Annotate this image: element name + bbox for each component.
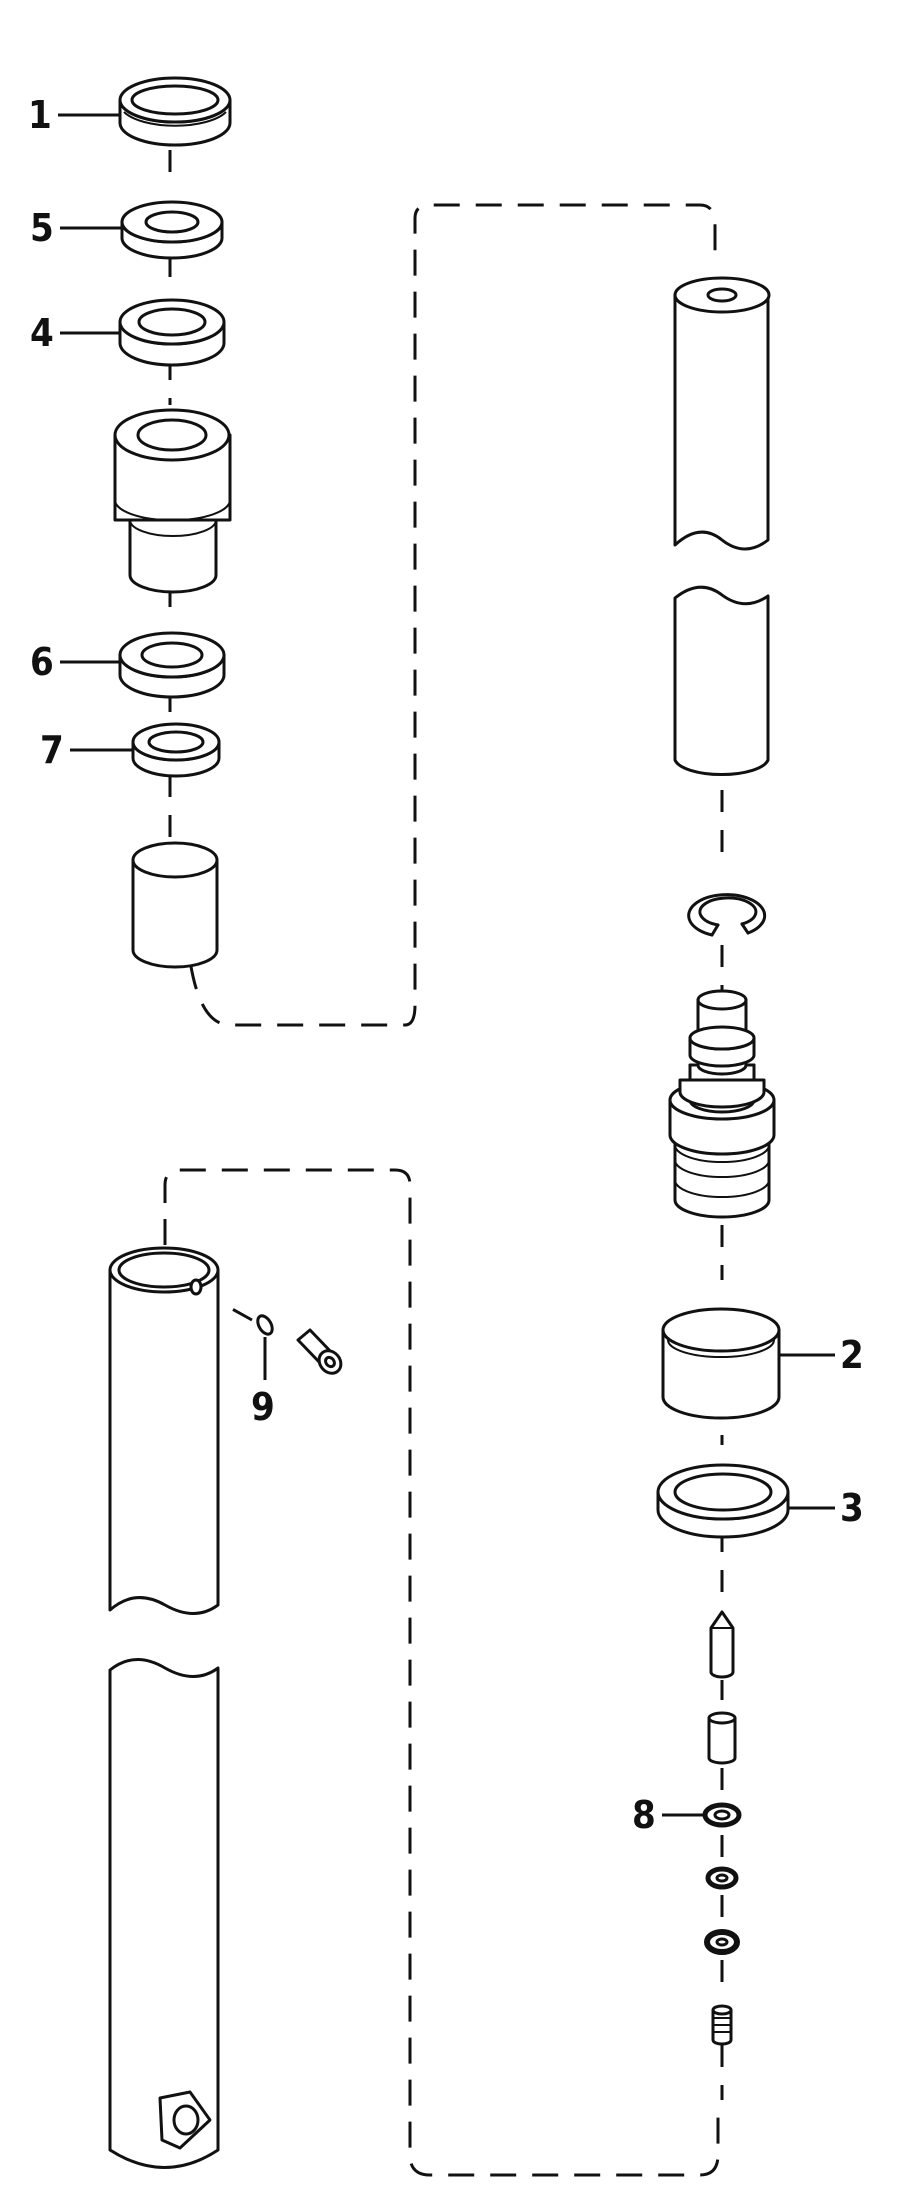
part-3-seal <box>656 1463 790 1539</box>
stepped-bushing <box>113 408 232 594</box>
small-cylinder <box>707 1711 737 1765</box>
callout-5: 5 <box>30 206 54 250</box>
part-4-ring <box>118 298 226 367</box>
part-7-washer <box>131 722 221 778</box>
cylinder-slug <box>131 841 219 969</box>
small-o-ring <box>705 1866 739 1890</box>
part-1-cap-ring <box>118 76 232 147</box>
callout-1: 1 <box>28 93 52 137</box>
part-5-washer <box>120 200 224 260</box>
part-8-o-ring <box>702 1802 742 1828</box>
callout-labels: 1 5 4 6 7 2 3 8 9 <box>28 93 864 1837</box>
assembly-connector-lines <box>163 203 720 2177</box>
callout-7: 7 <box>40 728 64 772</box>
piston-assembly <box>668 989 776 1219</box>
callout-leader-lines <box>58 113 835 1817</box>
part-6-washer <box>118 631 226 699</box>
retaining-ring <box>687 893 767 937</box>
part-9-bolt-with-washer <box>256 1314 343 1375</box>
upper-tube <box>673 276 771 777</box>
pointed-pin <box>709 1610 735 1679</box>
callout-4: 4 <box>30 311 54 355</box>
lower-tube <box>108 1246 220 2169</box>
callout-8: 8 <box>632 1793 656 1837</box>
callout-2: 2 <box>840 1333 864 1377</box>
callout-3: 3 <box>840 1486 864 1530</box>
set-screw <box>711 2004 733 2046</box>
callout-9: 9 <box>251 1385 275 1429</box>
callout-6: 6 <box>30 640 54 684</box>
small-washer <box>704 1929 740 1955</box>
part-2-bushing <box>661 1307 781 1420</box>
